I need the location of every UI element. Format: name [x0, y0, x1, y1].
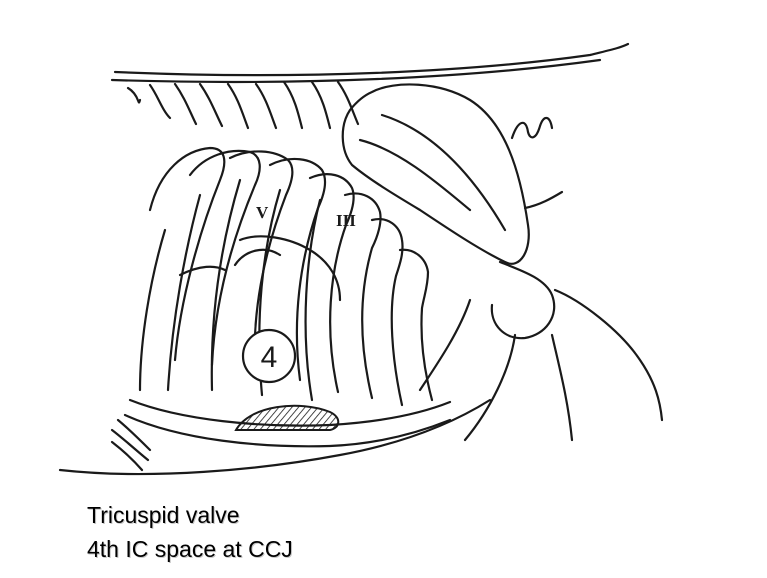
- heart-outline: [240, 236, 340, 300]
- rib-label-v: V: [256, 203, 269, 222]
- humerus: [492, 262, 554, 338]
- back-contour: [115, 44, 628, 75]
- rib-5: [310, 174, 354, 392]
- rib-7: [372, 219, 403, 405]
- vertebral-processes: [128, 82, 358, 128]
- caption-line-2: 4th IC space at CCJ: [87, 532, 293, 566]
- caption-line-1: Tricuspid valve: [87, 498, 293, 532]
- caption: Tricuspid valve 4th IC space at CCJ: [87, 498, 293, 566]
- rib-2: [190, 151, 260, 365]
- scapula: [343, 84, 529, 263]
- tricuspid-valve-area: [236, 406, 338, 430]
- muscle-contour: [512, 118, 552, 138]
- rib-8: [400, 250, 432, 400]
- rib-label-iii: III: [336, 211, 356, 230]
- marker-number: 4: [261, 341, 278, 374]
